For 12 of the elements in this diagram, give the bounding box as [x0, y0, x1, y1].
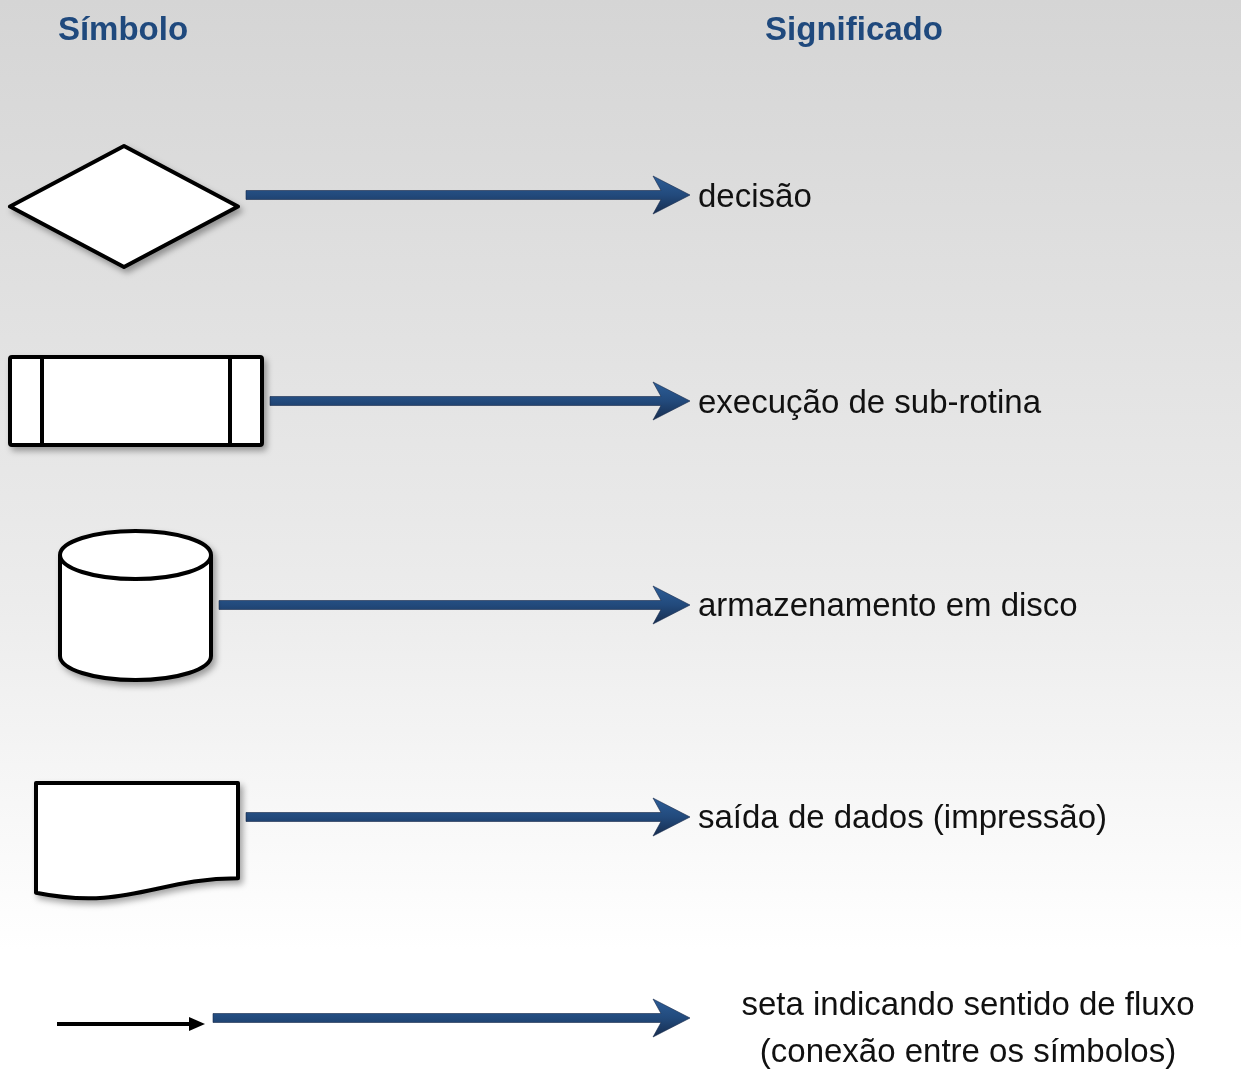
arrow	[245, 175, 691, 215]
meaning-text: decisão	[698, 175, 812, 216]
meaning-text: saída de dados (impressão)	[698, 796, 1108, 837]
arrow	[245, 797, 691, 837]
column-heading: Significado	[765, 10, 943, 48]
arrow	[218, 585, 691, 625]
arrow	[212, 998, 691, 1038]
column-heading: Símbolo	[57, 10, 189, 48]
meaning-text: armazenamento em disco	[698, 584, 1078, 625]
meaning-text: execução de sub-rotina	[698, 381, 1042, 422]
meaning-text: seta indicando sentido de fluxo (conexão entre os símbolos)	[740, 984, 1196, 1071]
arrow	[269, 381, 691, 421]
